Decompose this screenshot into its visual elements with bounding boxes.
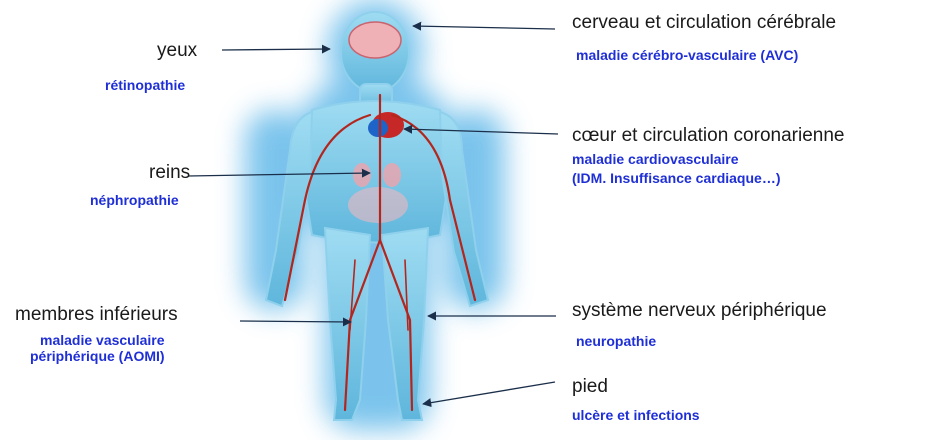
condition-cardio-line1: maladie cardiovasculaire — [572, 151, 739, 168]
arrow-pied — [423, 382, 555, 404]
condition-ulcere: ulcère et infections — [572, 407, 700, 424]
condition-nephropathie: néphropathie — [90, 192, 179, 209]
label-membres-inferieurs: membres inférieurs — [15, 304, 178, 326]
label-pied: pied — [572, 376, 608, 398]
label-yeux: yeux — [157, 40, 197, 62]
condition-cardio-line2: (IDM. Insuffisance cardiaque…) — [572, 170, 780, 187]
brain-shape — [349, 22, 401, 58]
arrow-cerveau — [413, 26, 555, 29]
label-coeur: cœur et circulation coronarienne — [572, 125, 844, 147]
condition-retinopathie: rétinopathie — [105, 77, 185, 94]
label-systeme-nerveux: système nerveux périphérique — [572, 300, 827, 322]
arrow-yeux — [222, 49, 330, 50]
label-cerveau: cerveau et circulation cérébrale — [572, 12, 836, 34]
condition-avc: maladie cérébro-vasculaire (AVC) — [576, 47, 798, 64]
condition-aomi-line2: périphérique (AOMI) — [30, 348, 165, 365]
label-reins: reins — [149, 162, 190, 184]
condition-neuropathie: neuropathie — [576, 333, 656, 350]
condition-aomi-line1: maladie vasculaire — [40, 332, 165, 349]
